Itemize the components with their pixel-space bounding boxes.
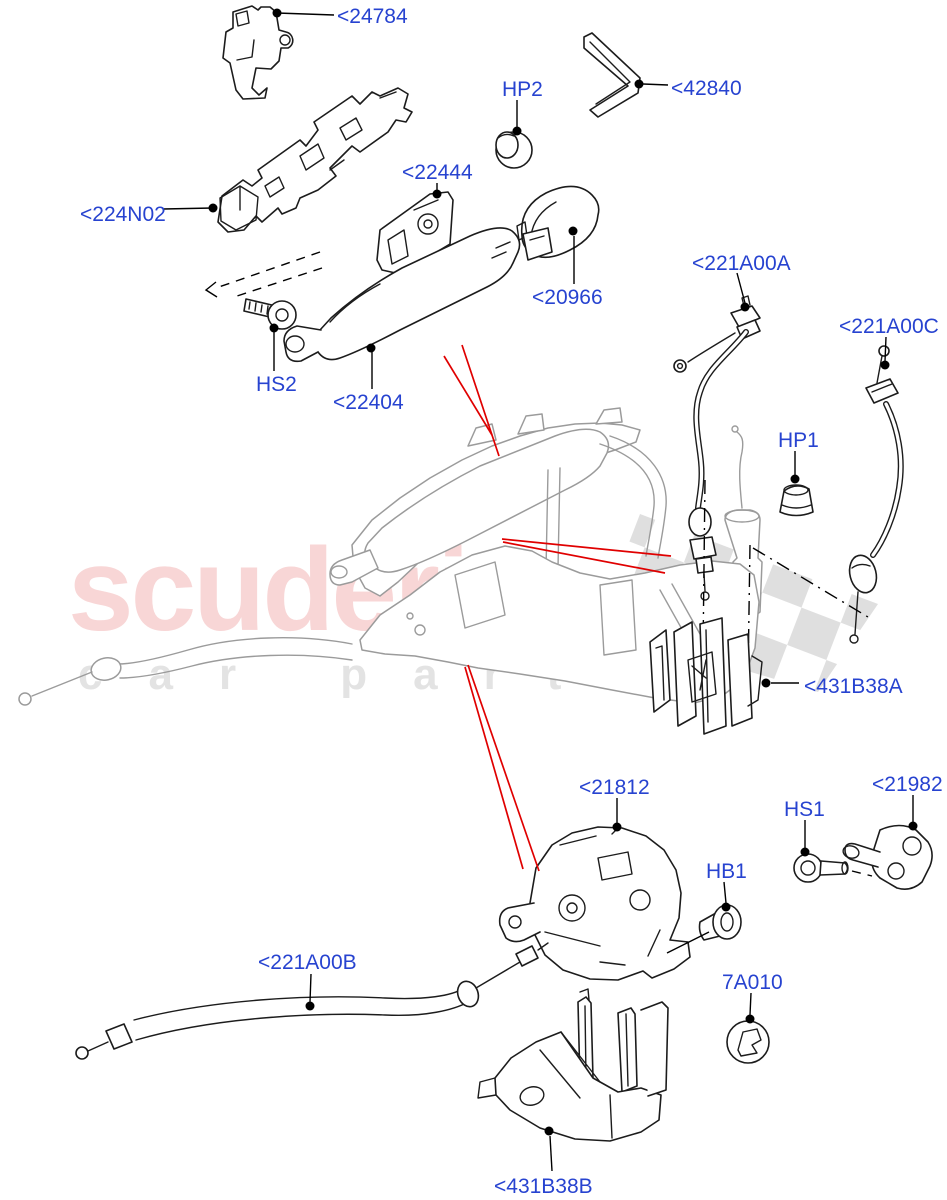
part-label-22404[interactable]: <22404 xyxy=(333,391,404,414)
part-striker-21982 xyxy=(842,824,933,890)
part-seal-42840 xyxy=(583,32,641,118)
part-screw-HS2 xyxy=(243,298,297,330)
part-label-HP1[interactable]: HP1 xyxy=(778,429,819,452)
part-label-221A00B[interactable]: <221A00B xyxy=(258,951,357,974)
part-screw-HS1 xyxy=(793,853,873,883)
part-bracket-431B38B xyxy=(477,988,669,1142)
part-label-42840[interactable]: <42840 xyxy=(671,77,742,100)
part-exterior-handle-22404 xyxy=(283,227,553,363)
part-label-HB1[interactable]: HB1 xyxy=(706,860,747,883)
part-label-HS1[interactable]: HS1 xyxy=(784,798,825,821)
part-grommet-HP2 xyxy=(495,131,533,169)
part-handle-reinforcement-224N02 xyxy=(217,87,413,233)
part-bracket-24784 xyxy=(222,5,294,100)
part-label-HS2[interactable]: HS2 xyxy=(256,373,297,396)
part-label-21982[interactable]: <21982 xyxy=(872,773,943,796)
part-grommet-7A010 xyxy=(726,1020,770,1064)
callout-leaders xyxy=(162,8,918,1172)
part-bracket-431B38A xyxy=(649,617,763,735)
part-label-431B38B[interactable]: <431B38B xyxy=(494,1175,593,1198)
part-label-21812[interactable]: <21812 xyxy=(579,776,650,799)
highlight-leader-lines xyxy=(443,344,672,872)
part-release-cable-221A00B xyxy=(75,942,549,1060)
part-label-221A00A[interactable]: <221A00A xyxy=(692,252,791,275)
part-labels: <24784 <224N02 <22444 HP2 <42840 <20966 … xyxy=(80,5,943,1198)
part-label-224N02[interactable]: <224N02 xyxy=(80,203,166,226)
part-release-cable-221A00C xyxy=(848,345,904,644)
part-label-221A00C[interactable]: <221A00C xyxy=(839,315,939,338)
part-label-431B38A[interactable]: <431B38A xyxy=(804,675,903,698)
part-door-latch-21812 xyxy=(498,826,691,981)
part-knob-HB1 xyxy=(666,904,742,954)
part-label-7A010[interactable]: 7A010 xyxy=(722,971,783,994)
part-label-22444[interactable]: <22444 xyxy=(402,161,473,184)
part-label-24784[interactable]: <24784 xyxy=(337,5,408,28)
part-label-HP2[interactable]: HP2 xyxy=(502,78,543,101)
part-grommet-HP1 xyxy=(779,484,814,517)
part-label-20966[interactable]: <20966 xyxy=(532,286,603,309)
install-direction-dashed-arrow xyxy=(204,251,323,298)
